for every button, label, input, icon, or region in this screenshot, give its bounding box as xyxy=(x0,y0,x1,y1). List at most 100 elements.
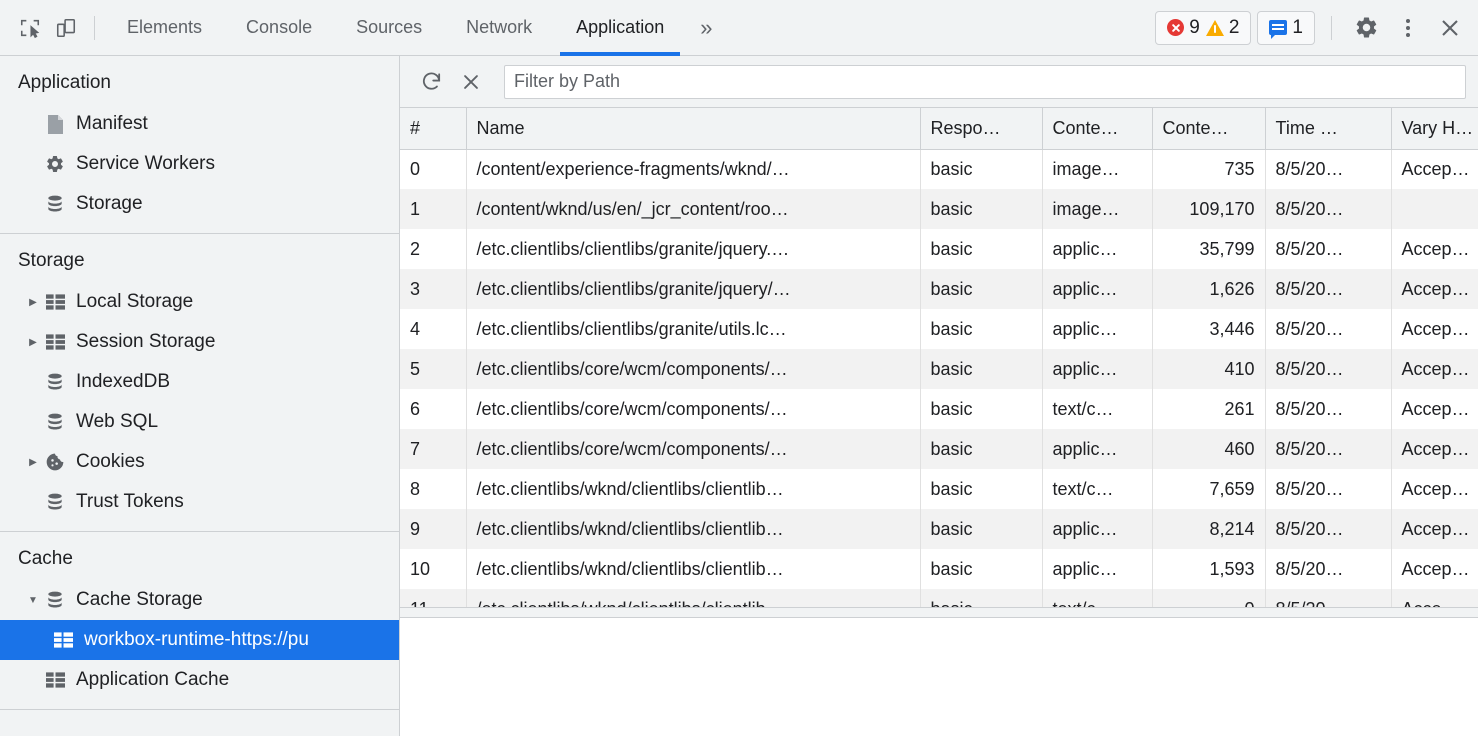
inspect-element-icon[interactable] xyxy=(12,10,48,46)
sidebar-item-manifest[interactable]: Manifest xyxy=(0,104,399,144)
table-row[interactable]: 0/content/experience-fragments/wknd/…bas… xyxy=(400,149,1478,189)
database-icon xyxy=(42,372,68,392)
tab-application[interactable]: Application xyxy=(554,0,686,56)
tab-console[interactable]: Console xyxy=(224,0,334,56)
cell-response-type: basic xyxy=(920,309,1043,349)
column-header-response-type[interactable]: Respo… xyxy=(920,108,1043,150)
tab-sources[interactable]: Sources xyxy=(334,0,444,56)
issues-counter-button[interactable]: 9 2 xyxy=(1155,10,1252,45)
cell-content-type: applic… xyxy=(1042,229,1153,269)
database-icon xyxy=(42,590,68,610)
warning-counter: 2 xyxy=(1205,17,1240,38)
chevron-right-icon[interactable]: ▶ xyxy=(29,336,37,348)
table-row[interactable]: 6/etc.clientlibs/core/wcm/components/…ba… xyxy=(400,389,1478,429)
table-row[interactable]: 9/etc.clientlibs/wknd/clientlibs/clientl… xyxy=(400,509,1478,549)
delete-icon[interactable] xyxy=(454,65,488,99)
filter-by-path-input[interactable] xyxy=(504,64,1466,99)
chevron-right-icon[interactable]: ▶ xyxy=(29,296,37,308)
error-counter: 9 xyxy=(1167,18,1200,37)
table-row[interactable]: 7/etc.clientlibs/core/wcm/components/…ba… xyxy=(400,429,1478,469)
cell-content-length: 109,170 xyxy=(1152,189,1266,229)
more-tabs-icon[interactable]: » xyxy=(700,14,713,40)
cell-response-type: basic xyxy=(920,429,1043,469)
sidebar-item-label: Application Cache xyxy=(76,669,230,690)
sidebar-item-web-sql[interactable]: Web SQL xyxy=(0,402,399,442)
close-devtools-icon[interactable] xyxy=(1432,10,1468,46)
tab-elements[interactable]: Elements xyxy=(105,0,224,56)
cell-content-type: applic… xyxy=(1042,349,1153,389)
cell-content-type: applic… xyxy=(1042,269,1153,309)
table-row[interactable]: 3/etc.clientlibs/clientlibs/granite/jque… xyxy=(400,269,1478,309)
cell-content-length: 460 xyxy=(1152,429,1266,469)
warning-count: 2 xyxy=(1228,17,1240,38)
cell-index: 9 xyxy=(400,509,467,549)
cell-vary-header: Accep… xyxy=(1391,149,1478,189)
cell-vary-header: Accep… xyxy=(1391,509,1478,549)
refresh-icon[interactable] xyxy=(414,65,448,99)
sidebar-section-title: Storage xyxy=(18,250,85,271)
table-row[interactable]: 5/etc.clientlibs/core/wcm/components/…ba… xyxy=(400,349,1478,389)
cell-content-length: 0 xyxy=(1152,589,1266,607)
column-header-content-type[interactable]: Conte… xyxy=(1042,108,1153,150)
sidebar-item-session-storage[interactable]: ▶ Session Storage xyxy=(0,322,399,362)
panel-tab-strip: Elements Console Sources Network Applica… xyxy=(105,0,1155,56)
cell-vary-header: Accep… xyxy=(1391,269,1478,309)
table-icon xyxy=(50,632,76,648)
sidebar-item-trust-tokens[interactable]: Trust Tokens xyxy=(0,482,399,522)
gear-icon xyxy=(42,154,68,174)
cell-content-length: 3,446 xyxy=(1152,309,1266,349)
tab-label: Network xyxy=(466,17,533,37)
sidebar-item-label: Cookies xyxy=(76,451,145,472)
cell-response-type: basic xyxy=(920,509,1043,549)
column-header-vary-header[interactable]: Vary H… xyxy=(1391,108,1478,150)
sidebar-item-indexeddb[interactable]: IndexedDB xyxy=(0,362,399,402)
cell-content-type: applic… xyxy=(1042,309,1153,349)
table-row[interactable]: 1/content/wknd/us/en/_jcr_content/roo…ba… xyxy=(400,189,1478,229)
message-count: 1 xyxy=(1292,17,1303,38)
sidebar-item-cache-storage[interactable]: ▼ Cache Storage xyxy=(0,580,399,620)
sidebar-item-service-workers[interactable]: Service Workers xyxy=(0,144,399,184)
sidebar-item-storage[interactable]: Storage xyxy=(0,184,399,224)
table-row[interactable]: 11/etc.clientlibs/wknd/clientlibs/client… xyxy=(400,589,1478,607)
panel-splitter[interactable] xyxy=(400,608,1478,618)
messages-counter-button[interactable]: 1 xyxy=(1257,10,1315,45)
cell-response-type: basic xyxy=(920,189,1043,229)
sidebar-item-label: IndexedDB xyxy=(76,371,171,392)
column-header-time-cached[interactable]: Time … xyxy=(1265,108,1392,150)
column-header-index[interactable]: # xyxy=(400,108,467,150)
table-row[interactable]: 10/etc.clientlibs/wknd/clientlibs/client… xyxy=(400,549,1478,589)
sidebar-item-local-storage[interactable]: ▶ Local Storage xyxy=(0,282,399,322)
chevron-down-icon[interactable]: ▼ xyxy=(28,594,38,606)
cell-name: /etc.clientlibs/wknd/clientlibs/clientli… xyxy=(466,469,921,509)
table-row[interactable]: 4/etc.clientlibs/clientlibs/granite/util… xyxy=(400,309,1478,349)
sidebar-item-cookies[interactable]: ▶ Cookies xyxy=(0,442,399,482)
sidebar-item-application-cache[interactable]: Application Cache xyxy=(0,660,399,700)
cache-toolbar xyxy=(400,56,1478,108)
sidebar-item-label: Trust Tokens xyxy=(76,491,184,512)
cache-entries-grid[interactable]: # Name Respo… Conte… Conte… Time … Vary … xyxy=(400,108,1478,608)
sidebar-item-workbox-runtime-cache[interactable]: workbox-runtime-https://pu xyxy=(0,620,399,660)
gear-icon[interactable] xyxy=(1348,10,1384,46)
cell-response-type: basic xyxy=(920,229,1043,269)
table-row[interactable]: 2/etc.clientlibs/clientlibs/granite/jque… xyxy=(400,229,1478,269)
tab-network[interactable]: Network xyxy=(444,0,554,56)
cell-time-cached: 8/5/20… xyxy=(1265,509,1392,549)
column-header-content-length[interactable]: Conte… xyxy=(1152,108,1266,150)
more-options-kebab-icon[interactable] xyxy=(1390,10,1426,46)
cell-vary-header: Accep… xyxy=(1391,309,1478,349)
cell-name: /etc.clientlibs/wknd/clientlibs/clientli… xyxy=(466,509,921,549)
device-toolbar-icon[interactable] xyxy=(48,10,84,46)
cell-index: 5 xyxy=(400,349,467,389)
cell-name: /content/wknd/us/en/_jcr_content/roo… xyxy=(466,189,921,229)
chevron-right-icon[interactable]: ▶ xyxy=(29,456,37,468)
application-sidebar[interactable]: Application Manifest Service Workers xyxy=(0,56,400,736)
cache-entry-preview-pane xyxy=(400,618,1478,736)
cell-content-length: 1,626 xyxy=(1152,269,1266,309)
cell-time-cached: 8/5/20… xyxy=(1265,309,1392,349)
table-row[interactable]: 8/etc.clientlibs/wknd/clientlibs/clientl… xyxy=(400,469,1478,509)
document-icon xyxy=(42,114,68,135)
cell-content-type: text/c… xyxy=(1042,589,1153,607)
sidebar-item-label: Cache Storage xyxy=(76,589,203,610)
cell-name: /etc.clientlibs/core/wcm/components/… xyxy=(466,429,921,469)
column-header-name[interactable]: Name xyxy=(466,108,921,150)
